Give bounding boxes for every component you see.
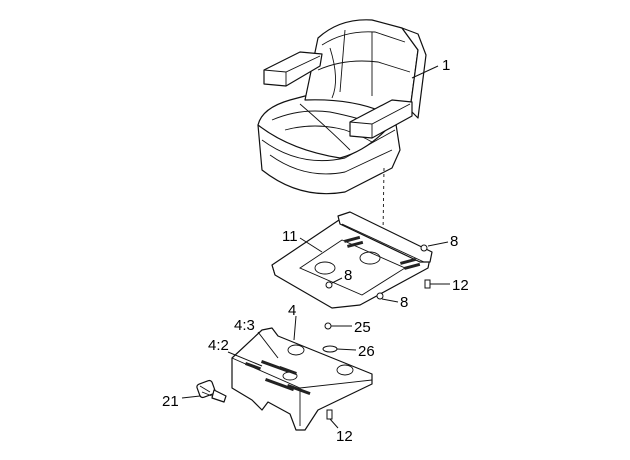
decal-4-2 bbox=[244, 362, 311, 396]
bolt-12-upper bbox=[424, 279, 431, 289]
switch-21 bbox=[181, 379, 227, 403]
fasteners bbox=[322, 241, 450, 429]
bolt-12-lower bbox=[326, 409, 333, 420]
callout-25: 25 bbox=[354, 319, 371, 336]
callout-4-2: 4:2 bbox=[208, 337, 229, 354]
callout-8-right: 8 bbox=[450, 233, 458, 250]
callout-4-3: 4:3 bbox=[234, 317, 255, 334]
slide-plate bbox=[271, 211, 433, 309]
callout-1: 1 bbox=[442, 57, 450, 74]
callout-11: 11 bbox=[282, 228, 298, 245]
washer-26 bbox=[322, 345, 338, 353]
nut-25 bbox=[324, 322, 332, 330]
callout-26: 26 bbox=[358, 343, 375, 360]
vent-slots bbox=[343, 235, 421, 270]
decal-4-3 bbox=[260, 360, 297, 375]
callout-8-lower: 8 bbox=[400, 294, 408, 311]
seat-assembly bbox=[257, 19, 439, 299]
callout-4: 4 bbox=[288, 302, 296, 319]
base-plate bbox=[227, 315, 373, 431]
callout-8-center: 8 bbox=[344, 267, 352, 284]
fastener-8-center bbox=[325, 281, 333, 289]
fastener-8-lower bbox=[376, 292, 384, 300]
callout-12-upper: 12 bbox=[452, 277, 469, 294]
callout-21: 21 bbox=[162, 393, 179, 410]
fastener-8-right bbox=[420, 244, 428, 252]
callout-12-lower: 12 bbox=[336, 428, 353, 445]
